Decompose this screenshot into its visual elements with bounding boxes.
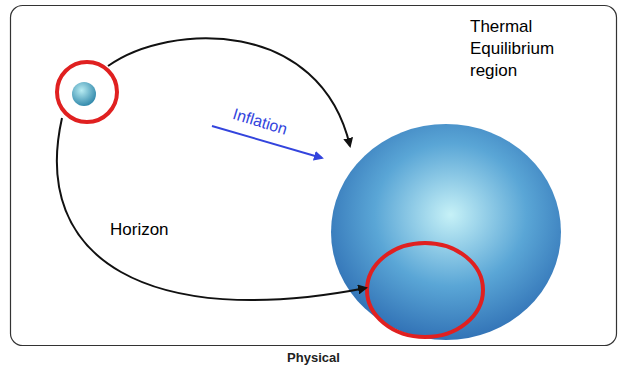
region-title: Thermal Equilibrium region [470,16,570,82]
thermal-region [331,124,561,340]
panel-border [11,6,617,346]
figure-caption: Physical [0,350,627,365]
region-node: Thermal Equilibrium region [330,12,570,346]
horizon-circle [57,62,117,122]
horizon-arrow [108,38,350,146]
small-region [72,82,96,106]
region-shape [330,12,570,346]
horizon-arrow [57,118,366,300]
horizon-label: Horizon [110,220,169,240]
horizon-circle [367,243,483,337]
